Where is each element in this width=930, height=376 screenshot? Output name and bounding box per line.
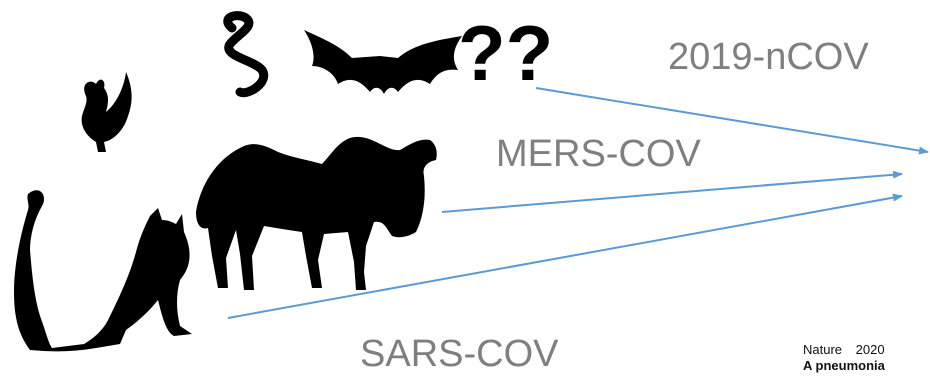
arrow-icon (535, 87, 929, 155)
cat-icon (14, 190, 192, 352)
label-2019-ncov: 2019-nCOV (668, 36, 869, 78)
label-mers-cov: MERS-COV (496, 133, 701, 175)
arrow-icon (227, 193, 903, 319)
citation: Nature 2020 A pneumonia (803, 342, 885, 373)
label-sars-cov: SARS-COV (360, 333, 559, 375)
snake-icon (223, 11, 269, 98)
camel-icon (196, 136, 437, 290)
citation-title: A pneumonia (803, 358, 885, 373)
bat-icon (304, 30, 462, 94)
question-marks: ?? (458, 9, 553, 97)
rooster-icon (81, 72, 132, 152)
citation-journal: Nature 2020 (803, 342, 885, 357)
arrow-icon (441, 170, 903, 213)
